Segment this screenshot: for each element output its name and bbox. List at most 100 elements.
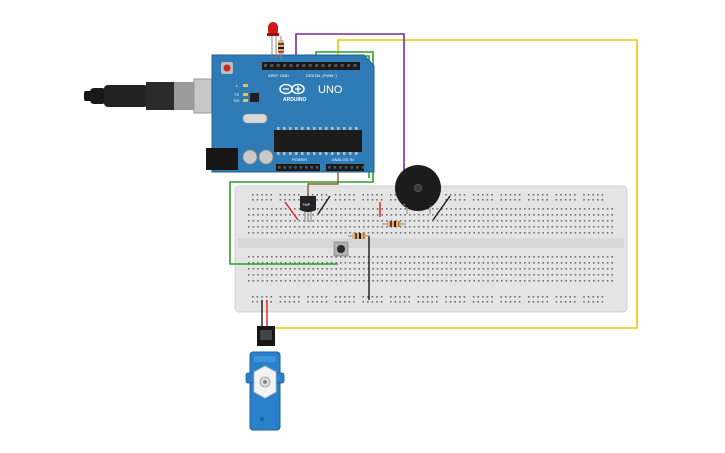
breadboard-hole [593,208,595,210]
breadboard-hole [330,256,333,258]
breadboard-hole [293,296,295,298]
breadboard-hole [371,301,374,303]
breadboard-hole [358,268,360,270]
breadboard-hole [344,256,347,258]
breadboard-hole [312,226,314,228]
buzzer-icon[interactable]: + - [395,165,441,214]
header-pin [308,64,312,67]
breadboard-hole [386,226,388,228]
breadboard-hole [592,194,594,196]
sensor-label: TMP [302,202,311,207]
led-icon[interactable] [267,22,279,58]
header-pin [299,166,303,169]
breadboard-hole [542,268,544,270]
breadboard-hole [380,199,383,201]
breadboard-hole [330,208,333,210]
breadboard-hole [459,280,462,282]
breadboard-hole [450,274,452,276]
breadboard-hole [303,274,305,276]
arduino-uno-board[interactable]: AREF GND DIGITAL (PWM~) UNO ARDUINO L TX… [206,54,375,173]
red-wire-1[interactable] [284,201,299,221]
breadboard-hole [491,232,494,234]
breadboard-hole [555,199,558,201]
power-header[interactable] [276,164,320,171]
breadboard-hole [252,226,255,228]
breadboard-hole [491,280,494,282]
pushbutton-icon[interactable] [333,241,349,257]
resistor-icon[interactable] [348,233,370,239]
breadboard-hole [330,226,333,228]
breadboard-hole [325,296,328,298]
breadboard-hole [409,262,411,264]
breadboard-hole [602,268,604,270]
breadboard-hole [390,301,392,303]
breadboard-hole [524,280,526,282]
breadboard-hole [583,262,586,264]
chip-pin [355,152,358,155]
breadboard-hole [537,226,540,228]
breadboard-hole [280,262,282,264]
resistor-icon[interactable] [382,221,406,227]
breadboard-hole [288,194,291,196]
breadboard-hole [326,280,328,282]
breadboard-hole [372,214,374,216]
breadboard-hole [413,256,416,258]
breadboard-hole [564,301,567,303]
purple-wire[interactable] [295,33,405,178]
breadboard-hole [321,208,324,210]
breadboard-hole [510,268,512,270]
breadboard-hole [547,280,549,282]
breadboard-hole [597,208,600,210]
resistor-icon[interactable] [278,36,284,60]
breadboard-hole [487,232,489,234]
breadboard-hole [312,280,314,282]
power-jack[interactable] [206,148,238,170]
black-wire-3[interactable] [432,195,451,221]
brown-wire[interactable] [307,170,339,196]
breadboard-hole [289,274,291,276]
usb-cable-icon[interactable] [84,78,231,114]
breadboard-hole [588,268,590,270]
breadboard[interactable] [234,185,628,313]
breadboard-hole [358,232,360,234]
breadboard-hole [547,226,549,228]
breadboard-hole [432,220,434,222]
analog-label: ANALOG IN [332,157,354,162]
breadboard-hole [257,268,259,270]
breadboard-hole [533,268,535,270]
green-wire-1[interactable] [229,51,374,265]
chip-pin [313,152,316,155]
breadboard-hole [611,256,613,258]
breadboard-hole [533,232,535,234]
breadboard-hole [491,226,494,228]
breadboard-hole [432,214,434,216]
servo-icon[interactable] [245,326,285,431]
breadboard-hole [294,232,296,234]
breadboard-hole [570,262,572,264]
breadboard-hole [376,262,379,264]
breadboard-hole [454,194,456,196]
breadboard-hole [266,268,268,270]
yellow-wire[interactable] [274,39,638,329]
breadboard-hole [587,301,590,303]
breadboard-hole [334,296,337,298]
breadboard-hole [468,268,471,270]
breadboard-hole [445,301,447,303]
breadboard-hole [602,256,604,258]
breadboard-hole [284,301,286,303]
breadboard-hole [271,280,273,282]
breadboard-hole [533,226,535,228]
header-pin [328,64,331,67]
breadboard-hole [344,194,346,196]
breadboard-hole [413,262,416,264]
breadboard-hole [472,199,475,201]
breadboard-hole [518,296,521,298]
breadboard-hole [386,268,388,270]
black-wire-1[interactable] [317,195,331,215]
temperature-sensor-icon[interactable]: TMP [300,196,316,222]
breadboard-hole [514,226,517,228]
breadboard-hole [542,214,544,216]
breadboard-hole [363,214,365,216]
breadboard-hole [284,274,287,276]
